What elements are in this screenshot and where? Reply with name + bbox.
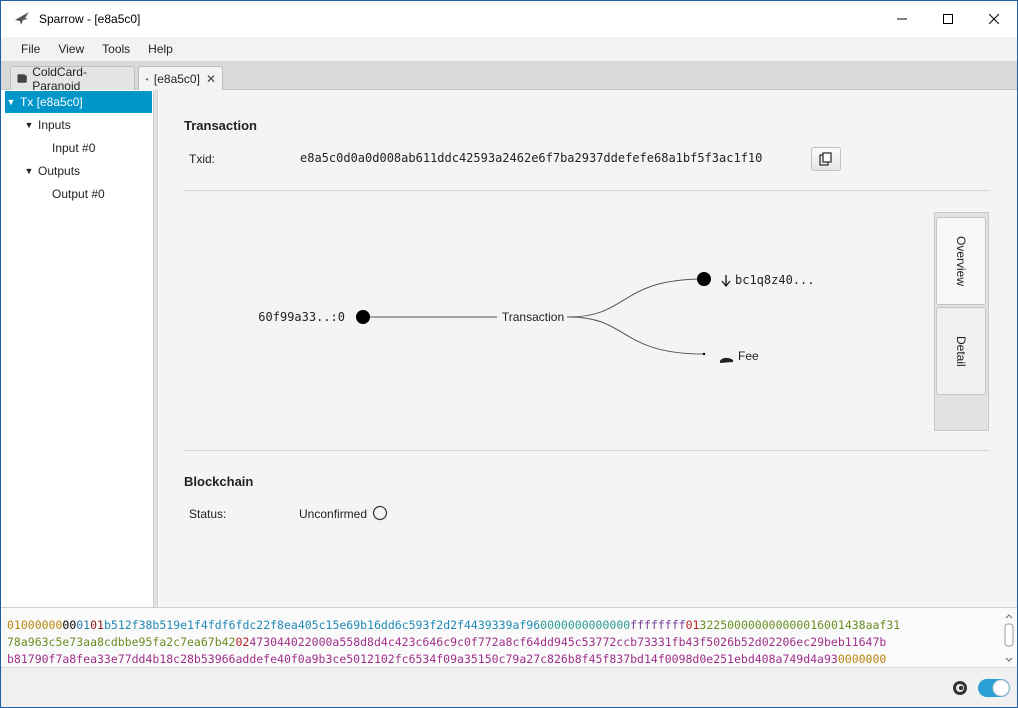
tab-close-icon[interactable]: ✕: [205, 72, 216, 86]
tab-wallet-label: ColdCard-Paranoid: [32, 64, 87, 93]
output-connector-line: [568, 278, 705, 318]
input-label: 60f99a33..:0: [258, 310, 345, 324]
fee-icon: [720, 357, 733, 363]
divider: [184, 450, 989, 451]
menu-bar: File View Tools Help: [1, 37, 1017, 61]
hex-segment: 01: [76, 618, 91, 632]
unconfirmed-status-icon: [372, 505, 388, 521]
menu-file[interactable]: File: [21, 42, 41, 56]
maximize-icon: [943, 14, 953, 24]
window-title: Sparrow - [e8a5c0]: [39, 12, 141, 26]
copy-icon: [819, 152, 832, 166]
hex-line: b81790f7a8fea33e77dd4b18c28b53966addefe4…: [7, 652, 999, 666]
hex-locktime: 0000000: [837, 652, 887, 666]
hex-output-script: 78a963c5e73aa8cdbbe95fa2c7ea67b42: [7, 635, 236, 649]
menu-view[interactable]: View: [58, 42, 85, 56]
tab-overview-label: Overview: [954, 235, 968, 286]
minimize-icon: [897, 18, 907, 20]
tab-detail-label: Detail: [954, 335, 968, 367]
fee-label: Fee: [738, 349, 759, 363]
hex-line: 78a963c5e73aa8cdbbe95fa2c7ea67b420247304…: [7, 635, 999, 649]
scroll-thumb[interactable]: [1004, 623, 1014, 647]
transaction-tree: ▼ Tx [e8a5c0] ▼ Inputs Input #0 ▼ Output…: [1, 90, 154, 607]
hex-sequence: ffffffff: [630, 618, 686, 632]
tree-item-inputs[interactable]: ▼ Inputs: [23, 114, 143, 136]
wallet-icon: [17, 74, 27, 83]
status-bar: [1, 667, 1017, 707]
tree-item-tx[interactable]: ▼ Tx [e8a5c0]: [5, 91, 152, 113]
tab-transaction[interactable]: [e8a5c0] ✕: [138, 66, 223, 91]
hex-output-script: 16001438aaf31: [810, 618, 901, 632]
hex-witness: 473044022000a558d8d4c423c646c9c0f772a8cf…: [249, 635, 887, 649]
send-icon: [145, 77, 149, 81]
transaction-hex-panel[interactable]: 01000000000101b512f38b519e1f4fdf6fdc22f8…: [1, 607, 1017, 667]
hex-input-index: 00000000: [540, 618, 596, 632]
close-button[interactable]: [971, 1, 1017, 37]
output-node[interactable]: [697, 272, 711, 286]
tab-detail[interactable]: Detail: [936, 307, 986, 395]
scroll-down-icon[interactable]: [1005, 657, 1013, 662]
hex-segment: 00000: [595, 618, 631, 632]
transaction-node-label: Transaction: [502, 310, 564, 324]
tab-bar: ColdCard-Paranoid [e8a5c0] ✕: [1, 61, 1017, 93]
tab-overview[interactable]: Overview: [936, 217, 986, 305]
tab-transaction-label: [e8a5c0]: [153, 72, 200, 86]
hex-witness-count: 02: [235, 635, 250, 649]
diagram-view-tabs: Overview Detail: [934, 212, 989, 431]
expand-arrow-icon[interactable]: ▼: [24, 166, 34, 176]
hex-segment: 00: [62, 618, 77, 632]
tree-item-input-0-label: Input #0: [52, 141, 96, 155]
expand-arrow-icon[interactable]: ▼: [6, 97, 16, 107]
close-icon: [989, 14, 999, 24]
tree-item-outputs[interactable]: ▼ Outputs: [23, 160, 143, 182]
tree-item-output-0[interactable]: Output #0: [52, 183, 152, 205]
tree-item-output-0-label: Output #0: [52, 187, 105, 201]
menu-tools[interactable]: Tools: [102, 42, 131, 56]
tree-item-input-0[interactable]: Input #0: [52, 137, 152, 159]
receive-arrow-icon: [721, 275, 731, 288]
hex-version: 01000000: [7, 618, 63, 632]
input-node[interactable]: [356, 310, 370, 324]
fee-node: [702, 352, 706, 356]
scroll-up-icon[interactable]: [1005, 614, 1013, 619]
tor-status-icon[interactable]: [952, 680, 968, 696]
transaction-diagram: 60f99a33..:0 Transaction bc1q8z40... Fee: [258, 272, 814, 363]
blockchain-heading: Blockchain: [184, 474, 254, 489]
hex-witness: b81790f7a8fea33e77dd4b18c28b53966addefe4…: [7, 652, 838, 666]
window-controls: [879, 1, 1017, 37]
tree-item-tx-label: Tx [e8a5c0]: [20, 95, 83, 109]
tab-wallet[interactable]: ColdCard-Paranoid: [10, 64, 135, 93]
tree-item-inputs-label: Inputs: [38, 118, 71, 132]
output-address-label: bc1q8z40...: [735, 273, 814, 287]
split-pane-divider[interactable]: [154, 90, 158, 607]
sparrow-logo-icon: [15, 12, 29, 25]
transaction-panel: Transaction Txid: e8a5c0d0a0d008ab611ddc…: [159, 90, 1017, 607]
status-label: Status:: [189, 507, 227, 521]
hex-input-txid: b512f38b519e1f4fdf6fdc22f8ea405c15e69b16…: [103, 618, 541, 632]
status-value: Unconfirmed: [299, 507, 368, 521]
menu-help[interactable]: Help: [148, 42, 173, 56]
server-connection-toggle[interactable]: [977, 678, 1011, 698]
txid-label: Txid:: [189, 152, 216, 166]
transaction-heading: Transaction: [184, 118, 257, 133]
minimize-button[interactable]: [879, 1, 925, 37]
fee-connector-line: [568, 316, 705, 355]
hex-segment: 01: [90, 618, 104, 632]
hex-scrollbar[interactable]: [1003, 612, 1015, 666]
hex-line: 01000000000101b512f38b519e1f4fdf6fdc22f8…: [7, 618, 999, 632]
maximize-button[interactable]: [925, 1, 971, 37]
hex-output-count: 01: [685, 618, 700, 632]
expand-arrow-icon[interactable]: ▼: [24, 120, 34, 130]
hex-output-value: 3225000000000000: [699, 618, 811, 632]
tree-item-outputs-label: Outputs: [38, 164, 81, 178]
title-bar: Sparrow - [e8a5c0]: [1, 1, 1017, 37]
copy-txid-button[interactable]: [811, 147, 841, 171]
divider: [184, 190, 989, 191]
txid-value[interactable]: e8a5c0d0a0d008ab611ddc42593a2462e6f7ba29…: [300, 151, 763, 165]
